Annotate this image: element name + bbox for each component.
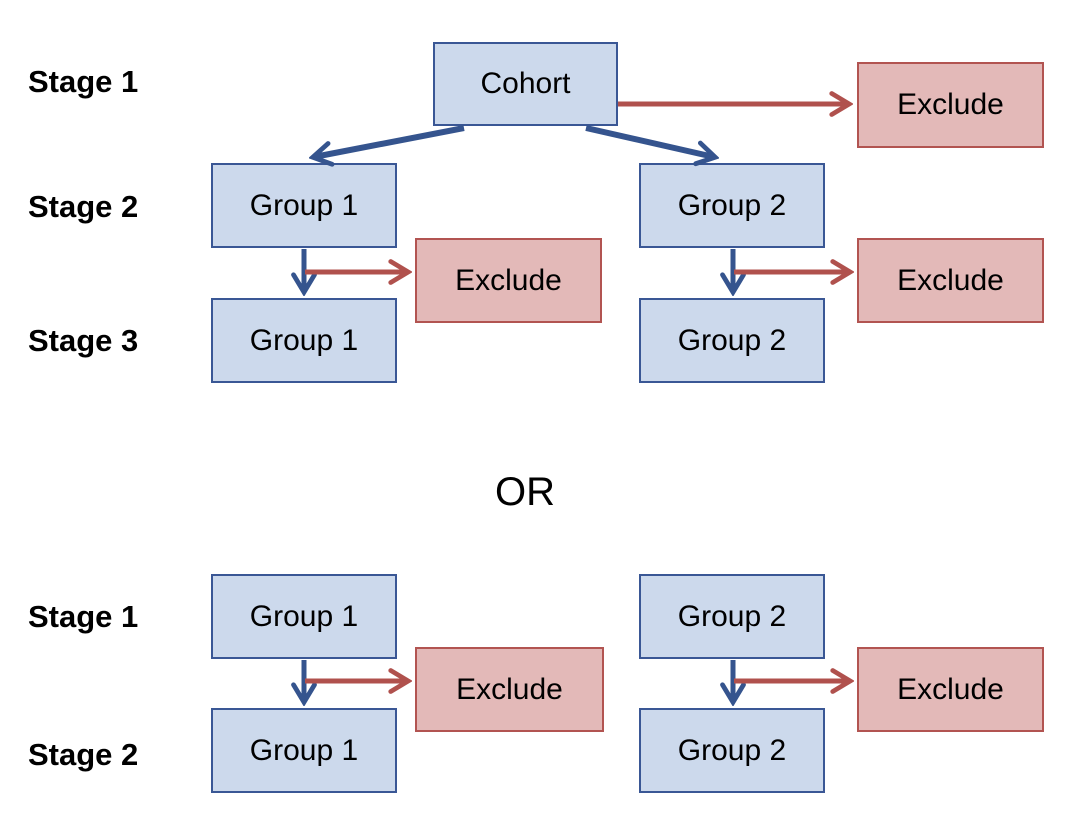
node-exclude-group2-stage2: Exclude	[857, 238, 1044, 323]
stage-label-top-2: Stage 2	[28, 189, 139, 224]
arrow-cohort-to-group1	[314, 125, 465, 157]
stage-label-bottom-1: Stage 1	[28, 599, 139, 634]
node-group2-stage2: Group 2	[639, 163, 825, 248]
node-group2-stage3: Group 2	[639, 298, 825, 383]
node-cohort: Cohort	[433, 42, 618, 126]
node-exclude-group2-alt: Exclude	[857, 647, 1044, 732]
stage-label-top-1: Stage 1	[28, 64, 139, 99]
node-exclude-stage1: Exclude	[857, 62, 1044, 148]
node-group1-alt-stage1: Group 1	[211, 574, 397, 659]
node-exclude-group1-alt: Exclude	[415, 647, 604, 732]
node-group1-stage2: Group 1	[211, 163, 397, 248]
or-separator: OR	[495, 470, 555, 514]
node-group1-stage3: Group 1	[211, 298, 397, 383]
node-group2-alt-stage1: Group 2	[639, 574, 825, 659]
stage-label-bottom-2: Stage 2	[28, 737, 139, 772]
arrow-cohort-to-group2	[585, 125, 714, 157]
node-exclude-group1-stage2: Exclude	[415, 238, 602, 323]
node-group2-alt-stage2: Group 2	[639, 708, 825, 793]
node-group1-alt-stage2: Group 1	[211, 708, 397, 793]
stage-label-top-3: Stage 3	[28, 323, 139, 358]
